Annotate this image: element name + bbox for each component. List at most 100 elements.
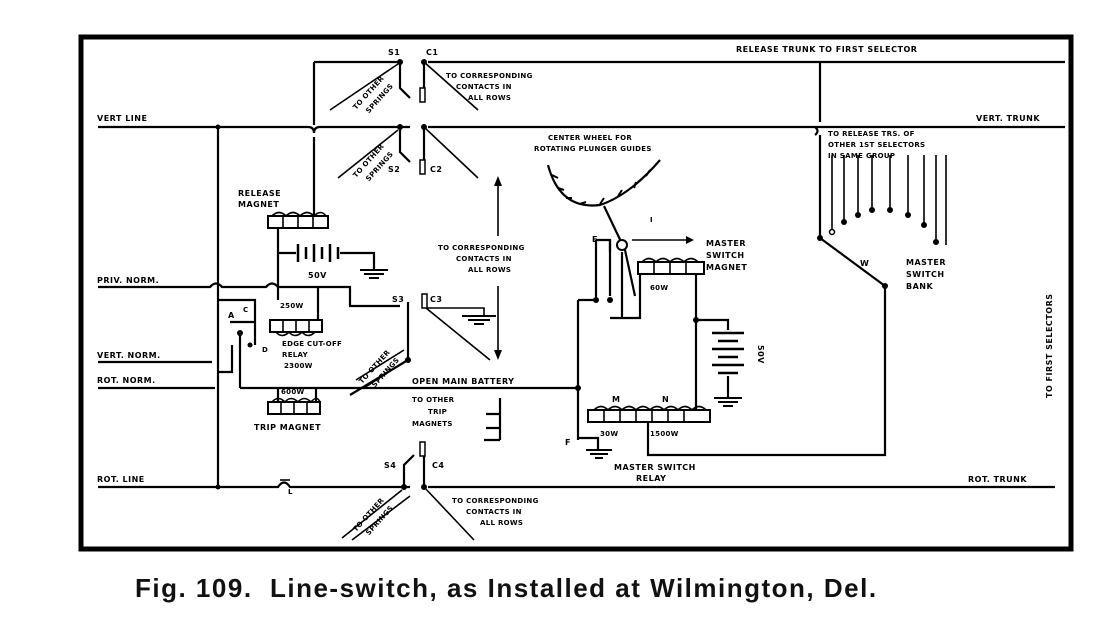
other-trip-label-3: MAGNETS (412, 420, 453, 428)
contact-d-label: D (262, 346, 268, 354)
battery-right-label: 50V (756, 345, 765, 364)
release-magnet-coil (267, 211, 329, 229)
trip-magnet-coil (267, 397, 321, 415)
priv-norm-wire (98, 282, 400, 308)
relay-m-label: M (612, 395, 620, 404)
other-trip-label: TO OTHER (412, 396, 455, 404)
c1-label: C1 (426, 48, 438, 57)
release-magnet-label: RELEASE (238, 189, 281, 198)
contact-c4 (419, 441, 426, 457)
to-corresponding-1: TO CORRESPONDING CONTACTS IN ALL ROWS (446, 72, 533, 102)
spring-s1 (398, 62, 411, 99)
to-release-label: TO RELEASE TRS. OF (828, 130, 915, 138)
center-wheel-label-2: ROTATING PLUNGER GUIDES (534, 145, 652, 153)
to-corresponding-2: TO CORRESPONDING CONTACTS IN ALL ROWS (438, 244, 525, 274)
spring-s4 (402, 454, 415, 487)
release-magnet-label-2: MAGNET (238, 200, 279, 209)
battery-right (712, 331, 744, 375)
svg-text:TO CORRESPONDING: TO CORRESPONDING (452, 497, 539, 505)
release-trunk-label: RELEASE TRUNK TO FIRST SELECTOR (736, 45, 917, 54)
master-switch-bank-label-3: BANK (906, 282, 933, 291)
rot-trunk-label: ROT. TRUNK (968, 475, 1027, 484)
master-switch-relay-label-2: RELAY (636, 474, 666, 483)
open-main-battery-label: OPEN MAIN BATTERY (412, 377, 514, 386)
svg-text:ALL ROWS: ALL ROWS (468, 94, 511, 102)
bank-contacts (828, 155, 947, 245)
master-switch-relay-label: MASTER SWITCH (614, 463, 696, 472)
to-first-selectors-label: TO FIRST SELECTORS (1045, 294, 1054, 399)
to-corresponding-3: TO CORRESPONDING CONTACTS IN ALL ROWS (452, 497, 539, 527)
master-switch-magnet-coil (637, 257, 705, 275)
spring-s2 (398, 127, 411, 163)
ground-icon (360, 269, 388, 279)
priv-norm-label: PRIV. NORM. (97, 276, 159, 285)
master-switch-bank-label-2: SWITCH (906, 270, 945, 279)
rot-line-label: ROT. LINE (97, 475, 145, 484)
rot-norm-label: ROT. NORM. (97, 376, 156, 385)
to-other-springs-1: TO OTHER SPRINGS (352, 74, 396, 115)
relay-n-label: N (662, 395, 669, 404)
contact-c3 (421, 293, 428, 309)
plunger (603, 205, 637, 297)
contact-c2 (419, 159, 426, 175)
vert-trunk-label: VERT. TRUNK (976, 114, 1040, 123)
vert-line-wire (98, 125, 410, 134)
c3-label: C3 (430, 295, 442, 304)
contact-c-label: C (243, 306, 248, 314)
contact-e-label: E (592, 235, 598, 244)
svg-text:TO CORRESPONDING: TO CORRESPONDING (438, 244, 525, 252)
battery-50v-label: 50V (308, 271, 327, 280)
master-switch-magnet-label-3: MAGNET (706, 263, 747, 272)
edge-cutoff-label-3: 2300W (284, 362, 313, 370)
master-switch-bank-label: MASTER (906, 258, 946, 267)
edge-cutoff-relay-coil (269, 319, 323, 337)
battery-50v (296, 244, 340, 262)
other-trip-label-2: TRIP (428, 408, 447, 416)
s4-label: S4 (384, 461, 396, 470)
contact-c1 (419, 87, 426, 103)
ground-icon (462, 315, 496, 325)
svg-text:ALL ROWS: ALL ROWS (480, 519, 523, 527)
svg-text:ALL ROWS: ALL ROWS (468, 266, 511, 274)
master-switch-magnet-label: MASTER (706, 239, 746, 248)
svg-text:CONTACTS IN: CONTACTS IN (456, 255, 512, 263)
s3-label: S3 (392, 295, 404, 304)
figure-caption: Fig. 109. Line-switch, as Installed at W… (135, 573, 878, 603)
svg-text:CONTACTS IN: CONTACTS IN (466, 508, 522, 516)
relay-resistance-label: 250W (280, 302, 304, 310)
relay-res-right-label: 1500W (650, 430, 679, 438)
vert-norm-label: VERT. NORM. (97, 351, 161, 360)
trip-magnet-taps (484, 398, 502, 442)
msm-resistance-label: 60W (650, 284, 668, 292)
plunger-i-label: I (650, 216, 653, 224)
edge-cutoff-label: EDGE CUT-OFF (282, 340, 342, 348)
rot-line-wire (98, 481, 410, 489)
trip-magnet-label: TRIP MAGNET (254, 423, 321, 432)
trip-resistance-label: 600W (281, 388, 305, 396)
svg-text:TO CORRESPONDING: TO CORRESPONDING (446, 72, 533, 80)
contact-f-label: F (565, 438, 571, 447)
ground-icon (714, 397, 742, 407)
master-switch-magnet-label-2: SWITCH (706, 251, 745, 260)
relay-res-left-label: 30W (600, 430, 618, 438)
c4-label: C4 (432, 461, 444, 470)
to-release-label-2: OTHER 1ST SELECTORS (828, 141, 925, 149)
s1-label: S1 (388, 48, 400, 57)
center-wheel-label: CENTER WHEEL FOR (548, 134, 632, 142)
diagram-frame (78, 34, 1074, 552)
contact-a-label: A (228, 311, 235, 320)
contact-l-label: L (288, 488, 293, 496)
release-trunk-drop (818, 62, 886, 287)
to-release-label-3: IN SAME GROUP (828, 152, 895, 160)
center-wheel (546, 159, 661, 207)
s2-label: S2 (388, 165, 400, 174)
w-label: W (860, 259, 869, 268)
vert-trunk-wire (428, 125, 1065, 136)
edge-cutoff-label-2: RELAY (282, 351, 309, 359)
relay-contacts (218, 298, 257, 374)
vert-line-label: VERT LINE (97, 114, 147, 123)
svg-text:CONTACTS IN: CONTACTS IN (456, 83, 512, 91)
c2-label: C2 (430, 165, 442, 174)
ground-icon (586, 449, 612, 459)
